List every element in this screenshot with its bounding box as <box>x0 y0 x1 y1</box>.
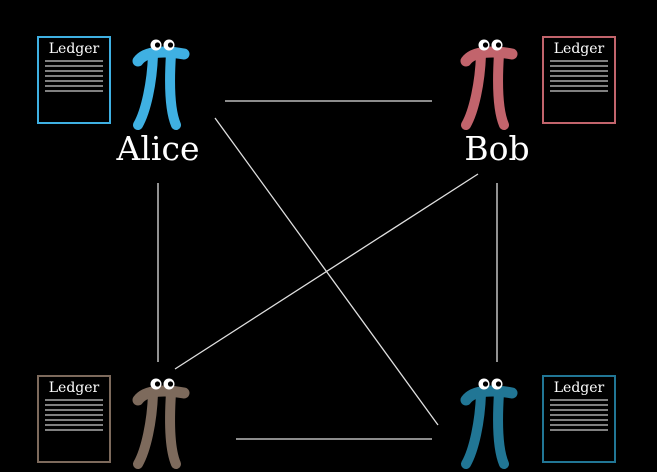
ledger-carol: Ledger <box>37 375 111 463</box>
ledger-dave: Ledger <box>542 375 616 463</box>
participant-alice: Ledger Alice <box>37 36 200 168</box>
ledger-lines <box>550 60 608 92</box>
participant-bob: Ledger Bob <box>464 36 616 168</box>
ledger-bob: Ledger <box>542 36 616 124</box>
pi-character-bob <box>466 40 512 126</box>
name-label-alice: Alice <box>116 129 200 168</box>
ledger-frame <box>542 36 616 124</box>
ledger-frame <box>37 36 111 124</box>
link-bob-carol <box>174 173 479 370</box>
ledger-lines <box>550 399 608 431</box>
pi-character-alice <box>138 40 184 126</box>
ledger-title: Ledger <box>49 380 100 396</box>
name-label-bob: Bob <box>464 129 529 168</box>
ledger-title: Ledger <box>49 41 100 57</box>
ledger-lines <box>45 399 103 431</box>
participant-dave: Ledger <box>466 375 616 465</box>
pi-character-dave <box>466 379 512 465</box>
ledger-frame <box>542 375 616 463</box>
connections <box>157 100 498 440</box>
ledger-frame <box>37 375 111 463</box>
ledger-alice: Ledger <box>37 36 111 124</box>
pi-character-carol <box>138 379 184 465</box>
ledger-title: Ledger <box>554 41 605 57</box>
ledger-title: Ledger <box>554 380 605 396</box>
ledger-lines <box>45 60 103 92</box>
participant-carol: Ledger <box>37 375 184 465</box>
